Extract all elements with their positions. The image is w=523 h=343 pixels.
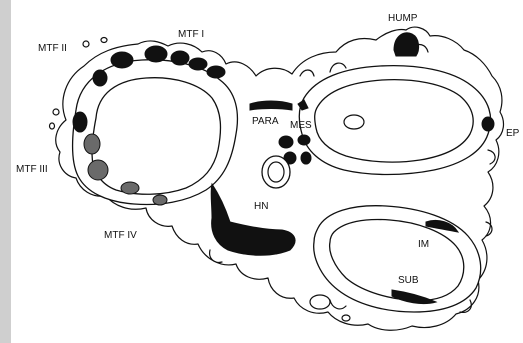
label-sub: SUB (398, 275, 419, 286)
mtf1-blob-2[interactable] (145, 46, 167, 62)
label-im: IM (418, 239, 429, 250)
upper-right-tube-inner-wall (315, 80, 474, 162)
mtf2-blob-top[interactable] (93, 70, 107, 86)
label-mtf2: MTF II (38, 43, 67, 54)
mtf4-blob-2[interactable] (153, 195, 167, 205)
left-page-margin (0, 0, 11, 343)
para-bar[interactable] (250, 101, 292, 110)
label-hn: HN (254, 201, 268, 212)
mes-blob-2[interactable] (298, 135, 310, 145)
ep-blob[interactable] (482, 117, 494, 131)
label-ep: EP (506, 128, 520, 139)
mtf1-blob-5[interactable] (207, 66, 225, 78)
mtf1-blob-4[interactable] (189, 58, 207, 70)
label-mtf4: MTF IV (104, 230, 137, 241)
mtf1-blob-3[interactable] (171, 51, 189, 65)
label-para: PARA (252, 116, 279, 127)
mtf1-blob-1[interactable] (111, 52, 133, 68)
label-hump: HUMP (388, 13, 418, 24)
left-tube-inner-wall (92, 78, 220, 195)
label-mtf3: MTF III (16, 164, 48, 175)
central-small-lumen (262, 156, 290, 188)
label-mes: MES (290, 120, 312, 131)
mtf2-blob-side[interactable] (73, 112, 87, 132)
mtf3-blob-1[interactable] (84, 134, 100, 154)
mtf4-blob-1[interactable] (121, 182, 139, 194)
mes-blob-4[interactable] (301, 152, 311, 164)
label-mtf1: MTF I (178, 29, 204, 40)
mtf3-blob-2[interactable] (88, 160, 108, 180)
mes-blob-1[interactable] (279, 136, 293, 148)
